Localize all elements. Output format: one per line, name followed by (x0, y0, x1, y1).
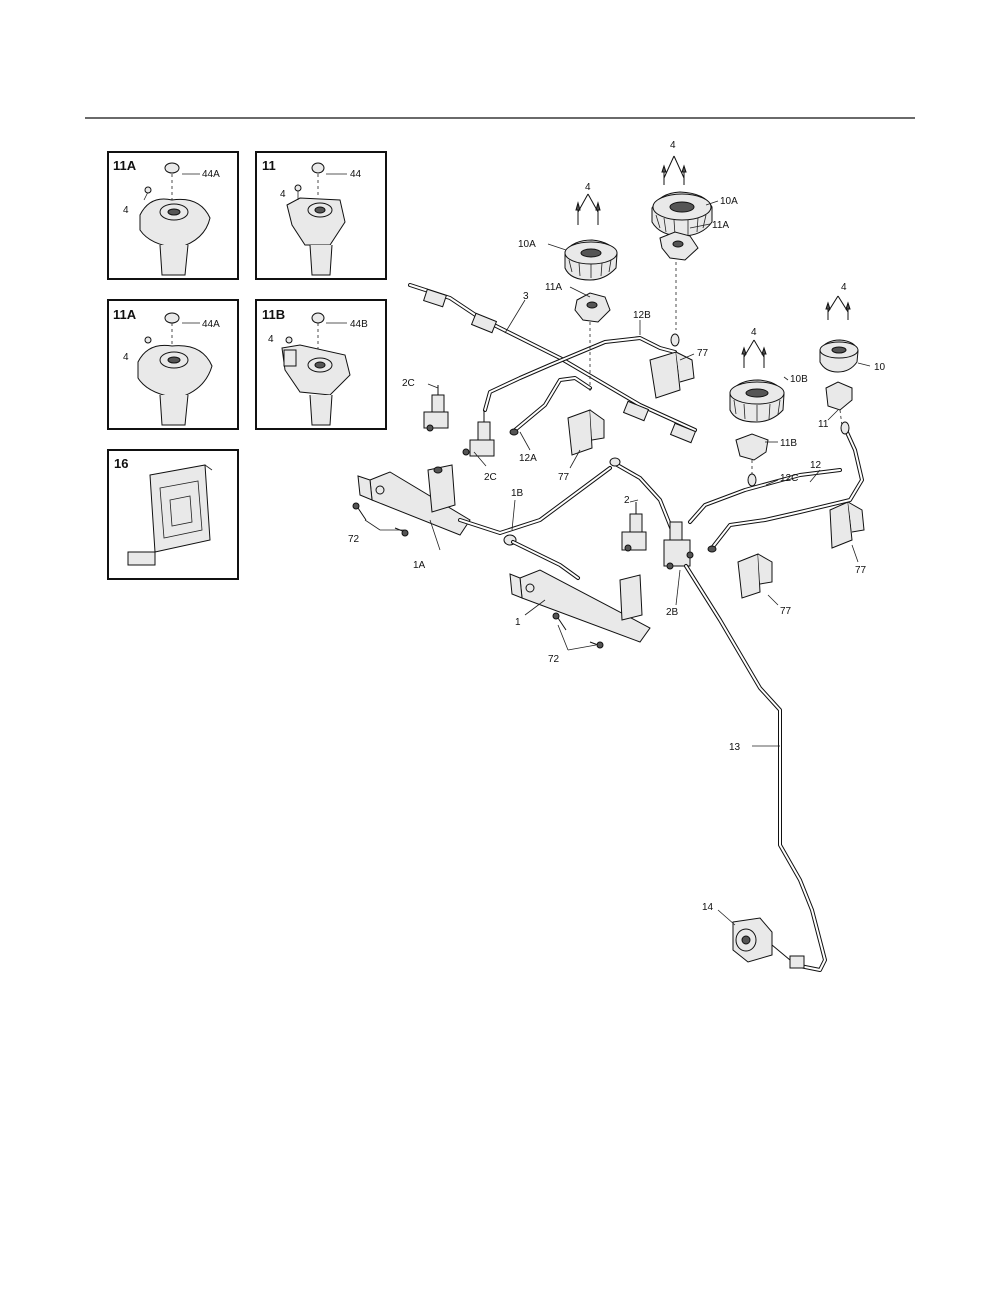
inset-11a-top: 11A 44A 4 (107, 151, 239, 280)
callout-4-top: 4 (670, 140, 676, 151)
regulator-14 (732, 917, 805, 969)
callout-77-a: 77 (697, 348, 709, 359)
callout-label: 44 (350, 169, 362, 180)
gas-tube-12c (688, 421, 864, 553)
screw-4-mid (575, 193, 601, 225)
callout-10b: 10B (790, 374, 808, 385)
burner-head-11b (735, 433, 769, 478)
valve-2c-manifold (462, 410, 495, 457)
inset-title: 11A (113, 158, 137, 173)
burner-cap-10b (729, 379, 785, 423)
callout-label: 44A (202, 169, 220, 180)
inset-11b: 11B 44B 4 (255, 299, 387, 430)
callout-2c-manifold: 2C (484, 472, 497, 483)
callout-label: 4 (268, 334, 274, 345)
callout-77-b: 77 (558, 472, 570, 483)
callout-label: 4 (280, 189, 286, 200)
gas-tube-12a (509, 376, 592, 436)
burner-head-11a-top (659, 231, 699, 330)
bracket-77-d (737, 553, 773, 599)
callout-72-a: 72 (348, 534, 360, 545)
burner-tube-3 (408, 283, 697, 444)
callout-2: 2 (624, 495, 630, 506)
bracket-77-a (649, 351, 695, 399)
valve-2c-loose (423, 385, 449, 432)
callout-77-c: 77 (855, 565, 867, 576)
bracket-77-b (567, 409, 605, 456)
callout-4-b: 4 (751, 327, 757, 338)
burner-cap-10 (819, 339, 859, 373)
callout-1a: 1A (413, 560, 426, 571)
callout-label: 4 (123, 205, 129, 216)
callout-label: 44A (202, 319, 220, 330)
callout-2c-loose: 2C (402, 378, 415, 389)
gas-tube-center (609, 457, 674, 532)
gas-tube-13 (684, 564, 827, 972)
screw-4-top (661, 155, 687, 185)
callout-1b: 1B (511, 488, 524, 499)
gas-tube-1b (458, 466, 612, 580)
callout-4-right: 4 (841, 282, 847, 293)
callout-14: 14 (702, 902, 714, 913)
callout-11b: 11B (780, 438, 797, 449)
valve-2 (621, 502, 647, 552)
bracket-77-c (829, 501, 865, 549)
callout-11a-top: 11A (712, 220, 729, 231)
callout-11: 11 (818, 419, 829, 430)
callout-4-mid: 4 (585, 182, 591, 193)
callout-1: 1 (515, 617, 521, 628)
callout-3: 3 (523, 291, 529, 302)
inset-title: 11B (262, 307, 285, 322)
callout-12b: 12B (633, 310, 651, 321)
callout-2b: 2B (666, 607, 679, 618)
inset-title: 16 (114, 456, 128, 471)
gas-tube-12b (483, 333, 680, 412)
main-assembly: 4 10A 11A 4 10A 11A 3 12B 77 4 10 4 10B … (348, 140, 886, 972)
inset-11a-bottom: 11A 44A 4 (107, 299, 239, 430)
inset-11: 11 44 4 (255, 151, 387, 280)
inset-16: 16 (107, 449, 239, 580)
callout-77-d: 77 (780, 606, 792, 617)
leader-lines (364, 200, 871, 926)
callout-12a: 12A (519, 453, 537, 464)
screw-72-b (552, 612, 604, 649)
inset-title: 11 (262, 158, 276, 173)
callout-12: 12 (810, 460, 822, 471)
callout-10a-top: 10A (720, 196, 738, 207)
callout-label: 4 (123, 352, 129, 363)
manifold-1 (509, 569, 651, 643)
inset-title: 11A (113, 307, 137, 322)
burner-head-11 (825, 381, 853, 427)
screw-4-b (741, 339, 767, 368)
burner-cap-10a-top (651, 191, 713, 237)
callout-10a-mid: 10A (518, 239, 536, 250)
burner-head-11a-mid (574, 292, 611, 392)
callout-13: 13 (729, 742, 741, 753)
callout-label: 44B (350, 319, 368, 330)
callout-10: 10 (874, 362, 886, 373)
callouts: 4 10A 11A 4 10A 11A 3 12B 77 4 10 4 10B … (348, 140, 886, 913)
burner-cap-10a-mid (564, 239, 618, 281)
valve-2b (663, 521, 694, 570)
manifold-1a (357, 464, 471, 536)
callout-12c: 12C (780, 473, 798, 484)
screw-4-right (825, 295, 851, 320)
callout-11a-mid: 11A (545, 282, 562, 293)
callout-72-b: 72 (548, 654, 560, 665)
